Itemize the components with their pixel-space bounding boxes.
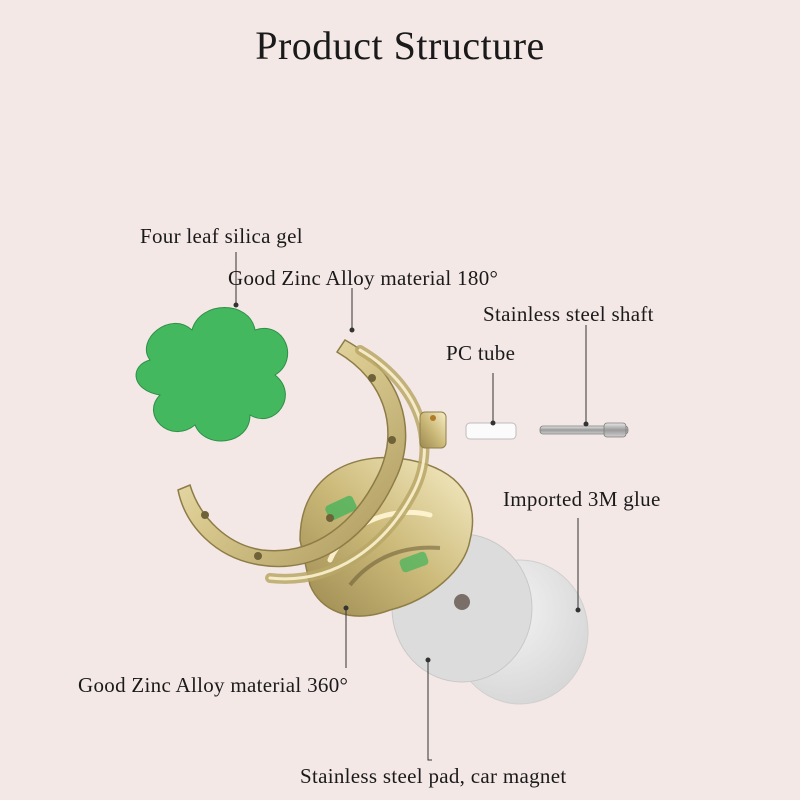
label-3m-glue: Imported 3M glue (503, 487, 661, 511)
label-zinc-alloy-180: Good Zinc Alloy material 180° (228, 266, 499, 290)
label-zinc-alloy-360: Good Zinc Alloy material 360° (78, 673, 349, 697)
leader-lines (235, 252, 587, 761)
glue-disc-hole (454, 594, 470, 610)
four-leaf-silica-gel (135, 307, 289, 442)
page-title: Product Structure (255, 23, 545, 68)
label-four-leaf-silica-gel: Four leaf silica gel (140, 224, 303, 248)
zinc-alloy-180-ring (177, 339, 407, 568)
label-stainless-steel-shaft: Stainless steel shaft (483, 302, 654, 326)
pc-tube (465, 422, 517, 440)
label-pc-tube: PC tube (446, 341, 516, 365)
label-stainless-steel-pad: Stainless steel pad, car magnet (300, 764, 567, 788)
